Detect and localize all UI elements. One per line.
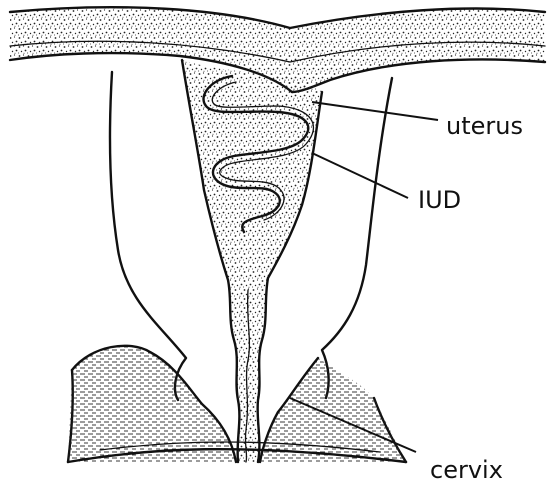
iud-label: IUD [418, 186, 461, 214]
cervix-label: cervix [430, 456, 503, 484]
iud-leader-line [312, 153, 408, 198]
uterus-leader-line [312, 102, 438, 120]
uterus-label: uterus [446, 112, 523, 140]
